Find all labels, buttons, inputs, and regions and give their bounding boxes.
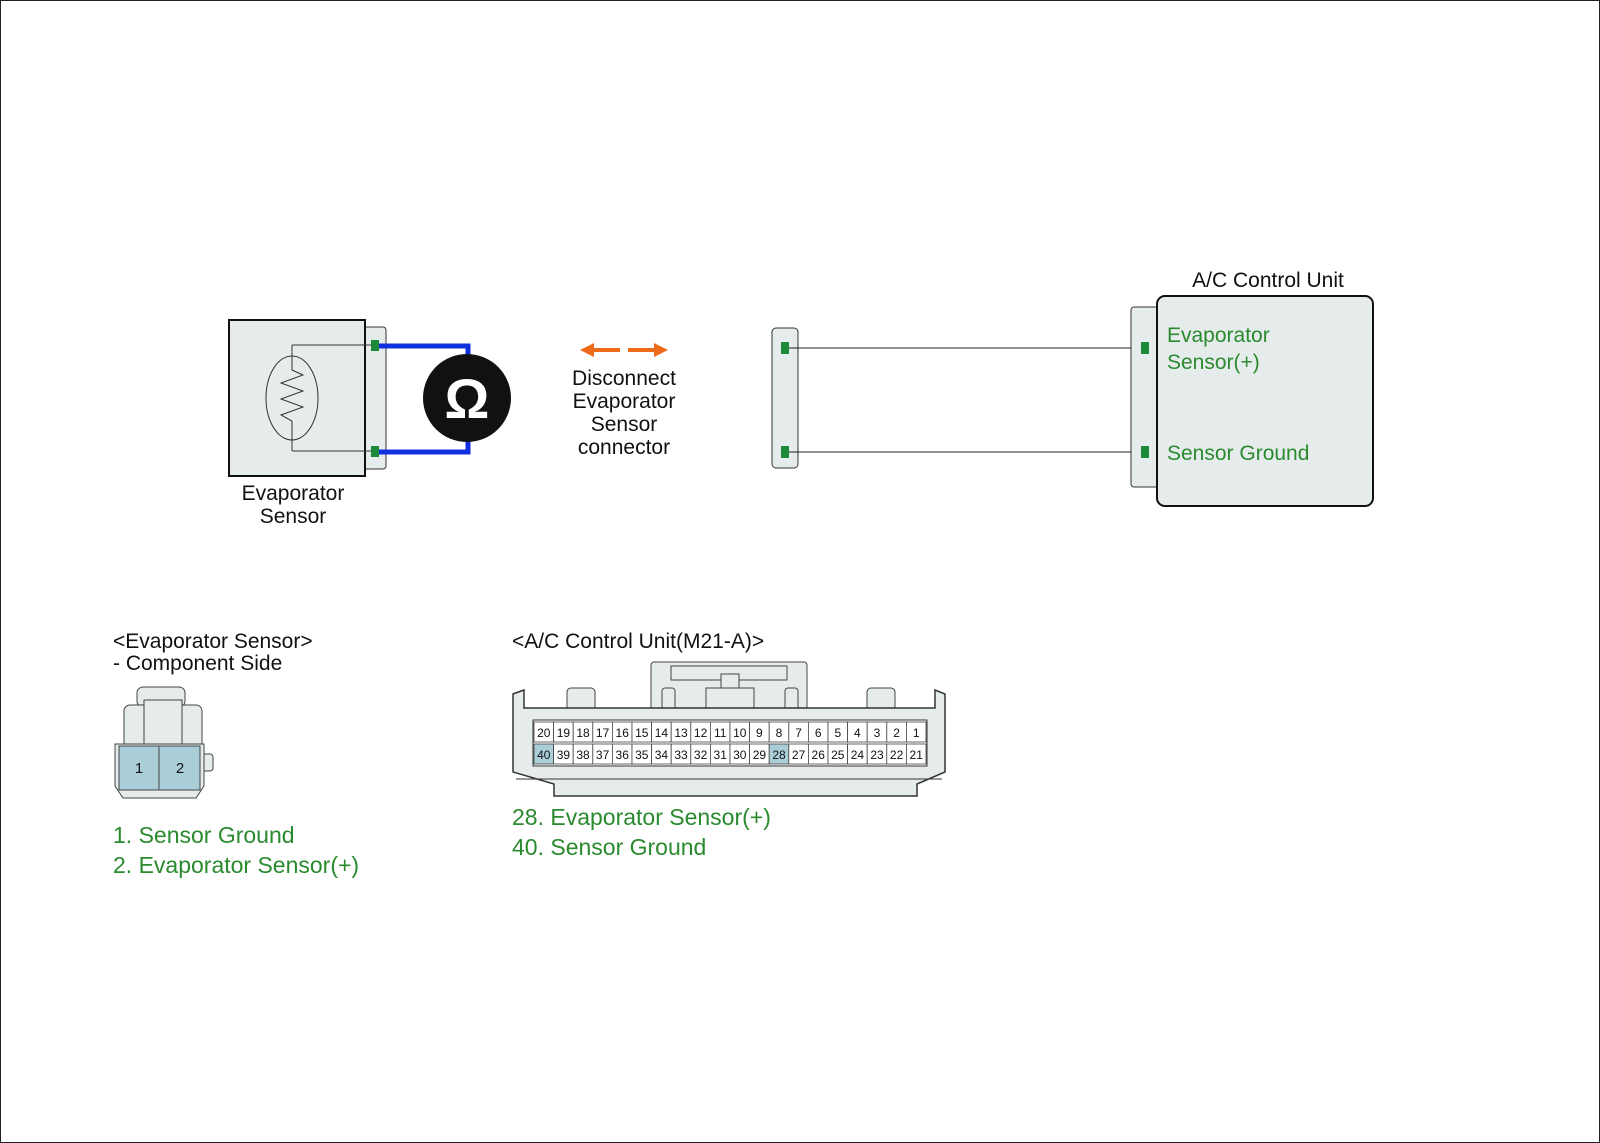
omega-symbol: Ω [445, 367, 490, 430]
ac-pin-label: 13 [674, 726, 688, 740]
ac-pin-label: 7 [795, 726, 802, 740]
ac-pin-label: 25 [831, 748, 845, 762]
ac-pin-ground: Sensor Ground [1167, 442, 1309, 465]
ac-pin-label: 19 [557, 726, 571, 740]
evap-pin-2 [158, 745, 201, 791]
ac-pin-label: 33 [674, 748, 688, 762]
disconnect-instruction: Disconnect Evaporator Sensor connector [572, 367, 676, 459]
ac-pin-label: 5 [834, 726, 841, 740]
evaporator-sensor: Evaporator Sensor [228, 319, 387, 528]
harness-terminal-1 [781, 342, 789, 354]
ac-pin-label: 1 [913, 726, 920, 740]
disconnect-line-4: connector [578, 436, 670, 459]
ac-pin-label: 6 [815, 726, 822, 740]
evap-legend-2: 2. Evaporator Sensor(+) [113, 852, 359, 878]
ac-pin-label: 22 [890, 748, 904, 762]
sensor-terminal-1 [371, 340, 379, 351]
ac-legend-2: 40. Sensor Ground [512, 834, 706, 860]
ac-pin-label: 37 [596, 748, 610, 762]
ac-unit-title: A/C Control Unit [1192, 269, 1344, 292]
ac-pin-label: 40 [537, 748, 551, 762]
ac-pin-label: 24 [851, 748, 865, 762]
ac-pin-label: 21 [910, 748, 924, 762]
ac-pin-label: 14 [655, 726, 669, 740]
harness-connector [771, 327, 1141, 469]
ac-pin-label: 23 [870, 748, 884, 762]
ac-pin-label: 20 [537, 726, 551, 740]
ac-pin-label: 35 [635, 748, 649, 762]
arrow-right-head [654, 343, 668, 357]
disconnect-line-1: Disconnect [572, 367, 676, 390]
ac-pin-label: 10 [733, 726, 747, 740]
ac-pin-label: 11 [714, 726, 727, 740]
ac-terminal-plus [1141, 342, 1149, 354]
evap-connector-subtitle: - Component Side [113, 652, 282, 675]
ac-connector-title: <A/C Control Unit(M21-A)> [512, 630, 764, 653]
ac-unit-body [1156, 295, 1374, 507]
ac-pin-label: 31 [714, 748, 728, 762]
connector-latch-body [143, 699, 183, 745]
sensor-label-line2: Sensor [260, 505, 327, 528]
ac-pin-label: 38 [576, 748, 590, 762]
thermistor-zigzag [279, 345, 305, 451]
omega-icon [423, 354, 511, 442]
ac-legend-1: 28. Evaporator Sensor(+) [512, 804, 771, 830]
ac-terminal-ground [1141, 446, 1149, 458]
sensor-label-line1: Evaporator [242, 482, 345, 505]
evap-legend-1: 1. Sensor Ground [113, 822, 295, 848]
sensor-terminal-2 [371, 446, 379, 457]
harness-connector-body [771, 327, 799, 469]
ac-pin-cell [906, 743, 927, 765]
ac-pin-label: 29 [753, 748, 767, 762]
evap-pin-2-label: 2 [176, 760, 184, 777]
ac-pin-label: 12 [694, 726, 708, 740]
ac-pin-label: 3 [874, 726, 881, 740]
ac-pin-cell [906, 721, 927, 743]
ac-pin-label: 32 [694, 748, 708, 762]
ac-pin-label: 9 [756, 726, 763, 740]
sensor-body [228, 319, 366, 477]
ac-pin-label: 28 [772, 748, 786, 762]
evap-connector-title: <Evaporator Sensor> [113, 630, 313, 653]
ac-pin-plus-line1: Evaporator [1167, 324, 1270, 347]
ac-pin-label: 26 [812, 748, 826, 762]
ac-connector-lock-tab [720, 673, 740, 689]
harness-terminal-2 [781, 446, 789, 458]
evap-pin-1-label: 1 [135, 760, 143, 777]
ac-pin-label: 30 [733, 748, 747, 762]
ac-pin-label: 34 [655, 748, 669, 762]
ac-pin-label: 4 [854, 726, 861, 740]
evap-pin-1 [118, 745, 160, 791]
ac-pin-label: 18 [576, 726, 590, 740]
ac-pin-label: 36 [616, 748, 630, 762]
ohmmeter: Ω [379, 343, 511, 455]
ac-pin-label: 39 [557, 748, 571, 762]
ac-pin-label: 27 [792, 748, 806, 762]
ac-pin-label: 8 [776, 726, 783, 740]
disconnect-line-3: Sensor [591, 413, 658, 436]
disconnect-line-2: Evaporator [573, 390, 676, 413]
ac-pin-label: 17 [596, 726, 610, 740]
evap-connector-view: <Evaporator Sensor> - Component Side 1 2… [113, 630, 359, 878]
arrow-left-head [580, 343, 594, 357]
double-arrow-icon [580, 343, 668, 357]
ac-pin-label: 15 [635, 726, 649, 740]
ac-pin-label: 16 [616, 726, 630, 740]
ac-pin-plus-line2: Sensor(+) [1167, 351, 1260, 374]
ac-pin-label: 2 [893, 726, 900, 740]
ac-control-unit: A/C Control Unit Evaporator Sensor(+) Se… [1130, 269, 1374, 507]
